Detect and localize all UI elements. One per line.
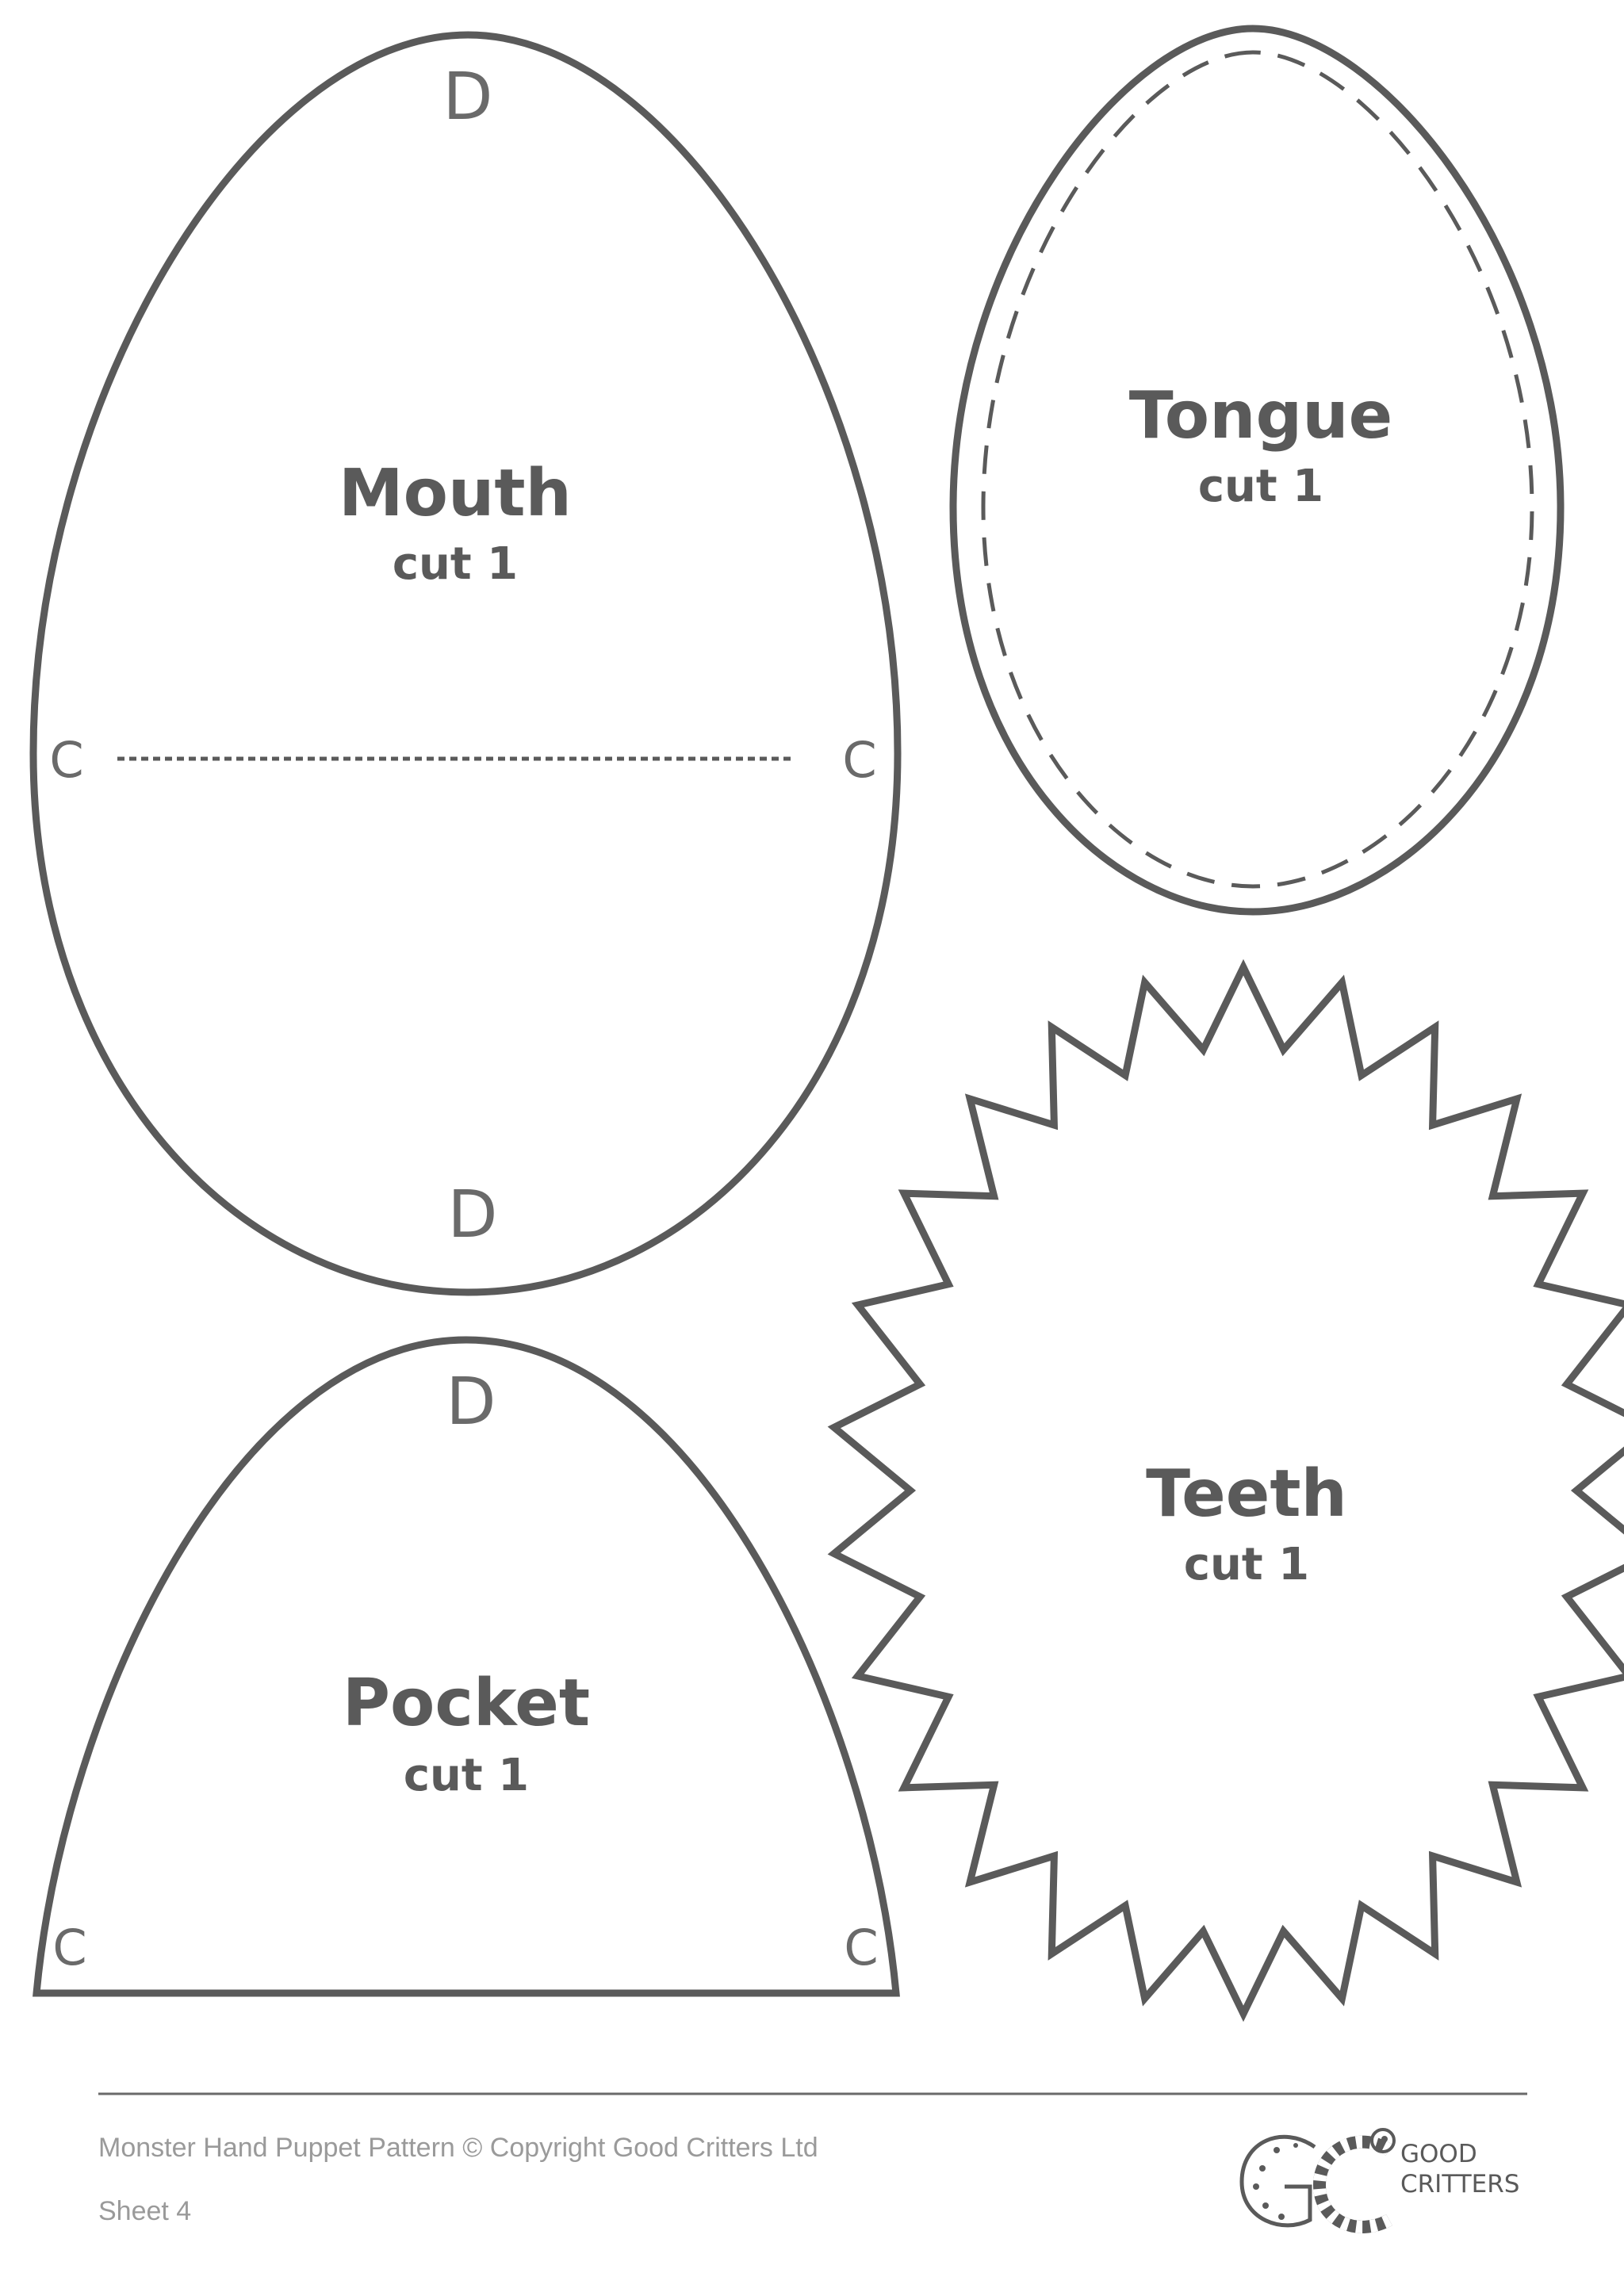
tongue-cut-count: cut 1 xyxy=(1198,461,1323,512)
teeth-cut-count: cut 1 xyxy=(1184,1539,1309,1590)
pocket-marker-right: C xyxy=(844,1919,878,1976)
mouth-marker-bottom: D xyxy=(447,1177,497,1253)
footer-sheet-number: Sheet 4 xyxy=(98,2196,192,2226)
tongue-stitch-line xyxy=(981,50,1534,889)
pocket-piece: D C C Pocket cut 1 xyxy=(33,1336,900,1997)
tongue-title: Tongue xyxy=(1129,378,1392,453)
mouth-cut-count: cut 1 xyxy=(393,538,518,590)
pocket-cut-count: cut 1 xyxy=(404,1750,529,1801)
tongue-piece: Tongue cut 1 xyxy=(949,25,1565,916)
mouth-marker-top: D xyxy=(442,59,492,135)
logo-g-letter-icon xyxy=(1239,2134,1316,2228)
brand-name: GOOD CRITTERS xyxy=(1400,2139,1519,2199)
brand-name-line2: CRITTERS xyxy=(1400,2170,1520,2198)
brand-logo xyxy=(1239,2128,1396,2233)
mouth-marker-left: C xyxy=(49,731,83,789)
mouth-outline xyxy=(29,31,902,1296)
teeth-piece: Teeth cut 1 xyxy=(827,959,1624,2022)
tongue-outline xyxy=(949,25,1565,916)
pocket-title: Pocket xyxy=(343,1666,590,1741)
pocket-marker-top: D xyxy=(446,1364,496,1440)
teeth-outline xyxy=(827,959,1624,2022)
pocket-outline xyxy=(33,1336,900,1997)
footer-copyright: Monster Hand Puppet Pattern © Copyright … xyxy=(98,2133,818,2163)
pocket-marker-left: C xyxy=(52,1919,86,1976)
logo-c-letter-icon xyxy=(1312,2128,1396,2233)
mouth-marker-right: C xyxy=(842,731,876,789)
mouth-piece: D D C C Mouth cut 1 xyxy=(29,31,902,1296)
teeth-title: Teeth xyxy=(1146,1456,1347,1532)
brand-name-line1: GOOD xyxy=(1400,2140,1477,2168)
mouth-title: Mouth xyxy=(339,456,572,531)
